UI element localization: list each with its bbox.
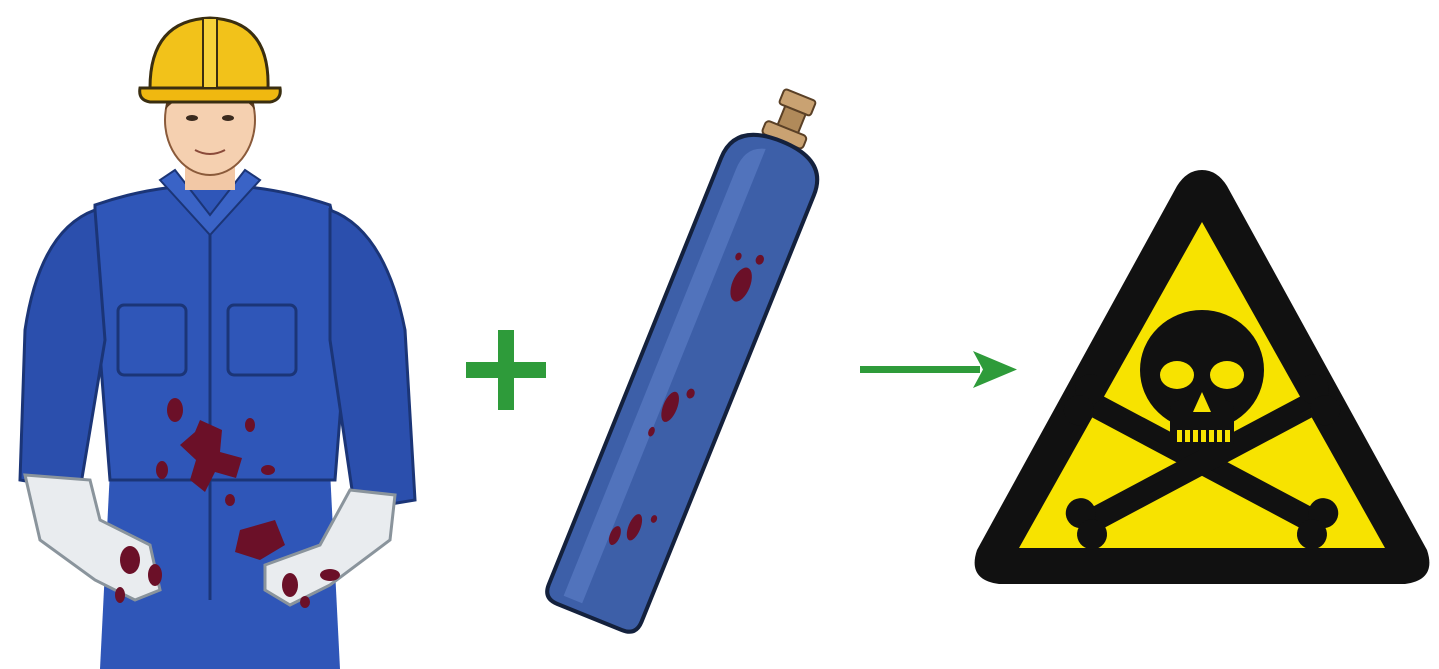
worker-right-arm: [330, 210, 415, 510]
worker-illustration: [0, 0, 440, 669]
worker-helmet-ridge: [203, 18, 217, 88]
gas-cylinder-contaminated-icon: [530, 85, 870, 645]
gas-cylinder-illustration: [530, 85, 870, 645]
skull-right-eye: [1210, 361, 1244, 389]
worker-helmet-brim: [140, 88, 281, 102]
worker-right-eye: [222, 115, 234, 121]
worker-torso: [95, 185, 350, 480]
toxic-warning-sign: [965, 160, 1439, 600]
toxic-hazard-warning-icon: [965, 160, 1439, 600]
worker-left-arm: [20, 210, 105, 490]
worker-contaminated-coveralls-icon: [0, 0, 440, 669]
skull-left-eye: [1160, 361, 1194, 389]
worker-left-eye: [186, 115, 198, 121]
